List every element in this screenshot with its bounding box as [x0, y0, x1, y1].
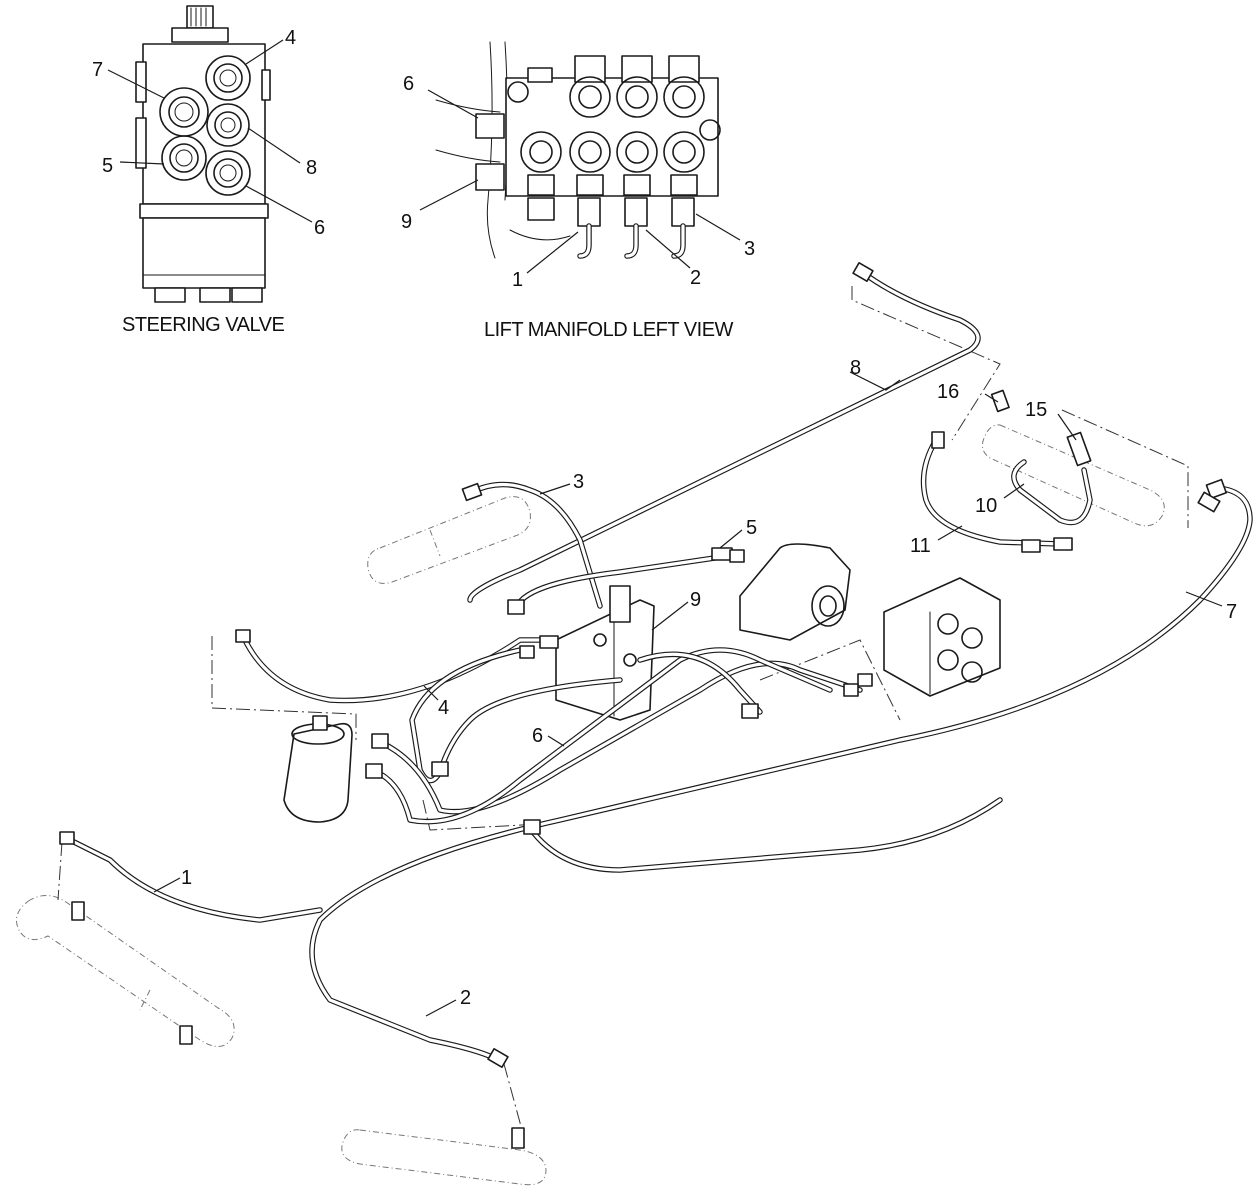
steering-valve-small: [283, 715, 353, 823]
lower-cylinder: [341, 1129, 547, 1186]
callout-steering-7: 7: [92, 59, 103, 81]
callout-main-10: 10: [975, 495, 997, 517]
right-cylinder: [981, 424, 1165, 527]
hose-1: [63, 835, 323, 923]
callout-manifold-2: 2: [690, 267, 701, 289]
callout-main-11: 11: [910, 535, 931, 557]
callout-main-15: 15: [1025, 399, 1047, 421]
upper-left-cylinder: [367, 496, 531, 584]
callout-steering-4: 4: [285, 27, 296, 49]
hose-3: [469, 481, 603, 609]
hose-7: [309, 485, 1253, 1063]
hose-6b: [369, 647, 833, 825]
callout-main-7: 7: [1226, 601, 1237, 623]
callout-manifold-6: 6: [403, 73, 414, 95]
callout-main-2: 2: [460, 987, 471, 1009]
steering-valve-inset: 4 7 8 5 6 STEERING VALVE: [92, 5, 325, 336]
callout-main-8: 8: [850, 357, 861, 379]
callout-main-3: 3: [573, 471, 584, 493]
port-8-icon: [206, 103, 250, 147]
callout-steering-6: 6: [314, 217, 325, 239]
lower-left-cylinder: [16, 895, 235, 1047]
callout-steering-8: 8: [306, 157, 317, 179]
port-5-icon: [161, 135, 207, 181]
hose-11: [920, 437, 1063, 547]
fittings: [59, 262, 1228, 1149]
callout-steering-5: 5: [102, 155, 113, 177]
pump-motor: [739, 543, 851, 641]
callout-manifold-1: 1: [512, 269, 523, 291]
lift-manifold-inset: 6 9 1 2 3 LIFT MANIFOLD LEFT VIEW: [401, 41, 755, 341]
port-6-icon: [205, 150, 251, 196]
hose-9: [242, 637, 553, 704]
hose-loop-right: [637, 651, 763, 715]
callout-manifold-9: 9: [401, 211, 412, 233]
main-assembly: 8 16 15 3 5 10 11 9 7 4 6 1 2: [16, 262, 1253, 1186]
bottom-valve-row: [520, 131, 705, 196]
lift-manifold-caption: LIFT MANIFOLD LEFT VIEW: [484, 319, 734, 341]
right-valve-bank: [883, 577, 1001, 697]
callout-main-9: 9: [690, 589, 701, 611]
callout-main-4: 4: [438, 697, 449, 719]
callout-main-16: 16: [937, 381, 959, 403]
center-manifold: [555, 585, 655, 721]
steering-valve-caption: STEERING VALVE: [122, 314, 284, 336]
port-4-icon: [205, 55, 251, 101]
top-valve-row: [569, 55, 705, 118]
hose-10: [1011, 459, 1093, 526]
hose-8: [467, 269, 981, 603]
callout-main-6: 6: [532, 725, 543, 747]
callout-main-5: 5: [746, 517, 757, 539]
hose-6: [377, 660, 863, 815]
hose-2: [527, 797, 1003, 873]
callout-main-1: 1: [181, 867, 192, 889]
callout-manifold-3: 3: [744, 238, 755, 260]
